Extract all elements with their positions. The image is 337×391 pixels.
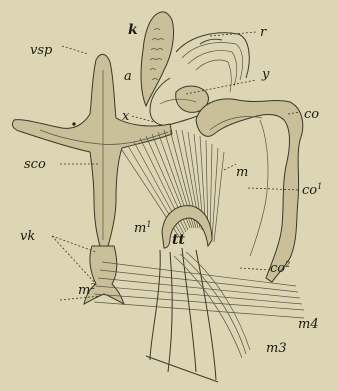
structure-r — [176, 33, 249, 92]
label-co1: co1 — [302, 182, 322, 198]
label-k: k — [128, 22, 138, 38]
label-m1: m1 — [134, 220, 151, 236]
label-co2: co2 — [270, 260, 290, 276]
label-x: x — [122, 109, 130, 124]
structure-k — [141, 12, 174, 106]
label-r: r — [260, 25, 267, 40]
label-m4: m4 — [298, 317, 319, 332]
structure-co — [196, 99, 303, 282]
label-co: co — [304, 107, 319, 122]
label-vsp: vsp — [30, 43, 53, 58]
label-vk: vk — [20, 229, 35, 244]
label-m: m — [236, 165, 248, 180]
label-m3: m3 — [266, 341, 287, 356]
label-y: y — [261, 67, 270, 82]
label-tt: tt — [172, 232, 185, 248]
label-a: a — [124, 69, 132, 84]
label-sco: sco — [24, 157, 46, 172]
